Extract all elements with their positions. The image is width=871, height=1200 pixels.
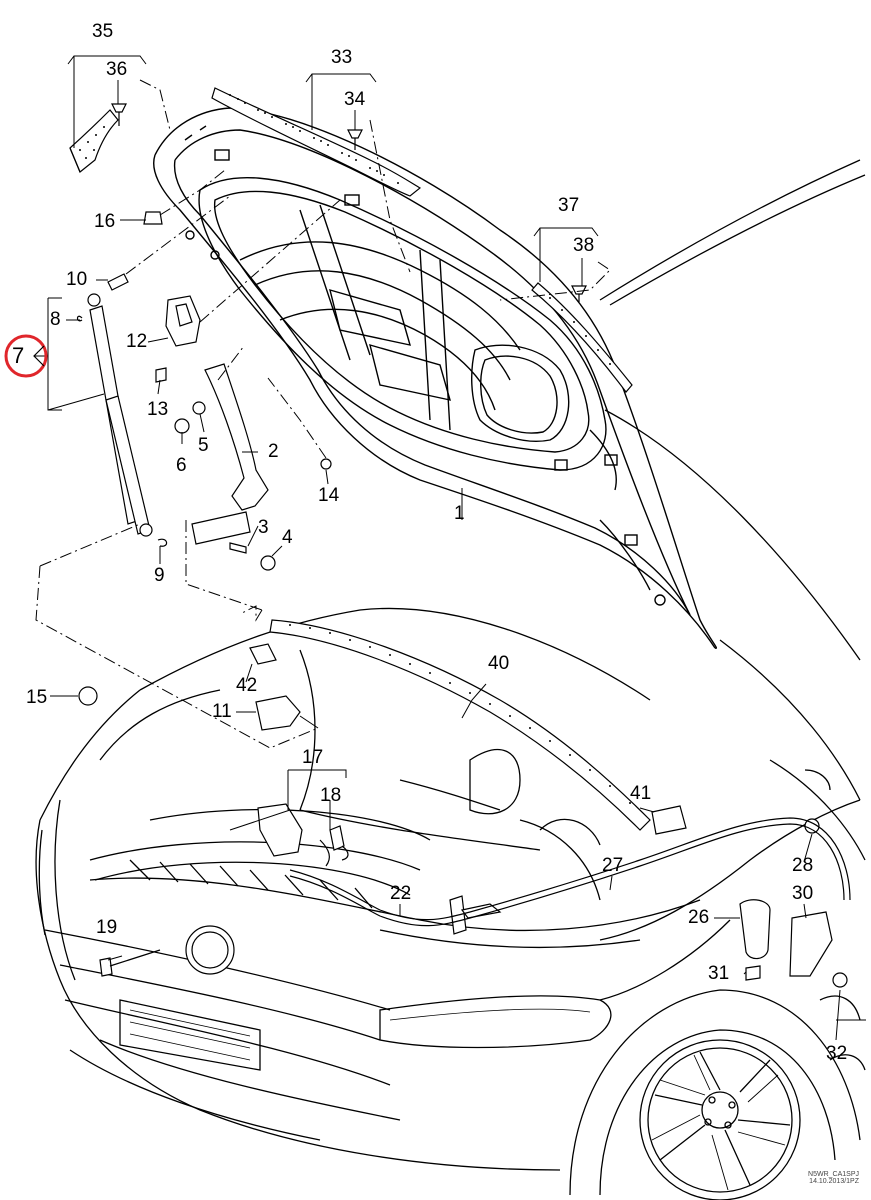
callout-7-highlight-circle	[4, 334, 48, 378]
callout-30: 30	[792, 883, 814, 904]
seal-strip-33	[211, 87, 422, 197]
callout-2: 2	[268, 441, 279, 462]
callout-38: 38	[573, 235, 595, 256]
callout-27: 27	[602, 855, 624, 876]
drawing-ref-line-2: 14.10.2013/1PZ	[809, 1178, 859, 1186]
callout-40: 40	[488, 653, 510, 674]
callout-22: 22	[390, 883, 412, 904]
callout-19: 19	[96, 917, 118, 938]
callout-32: 32	[826, 1043, 848, 1064]
callout-3: 3	[258, 517, 269, 538]
seal-strip-37	[531, 282, 633, 393]
callout-13: 13	[147, 399, 169, 420]
car-body	[35, 159, 866, 1200]
callout-15: 15	[26, 687, 48, 708]
callout-14: 14	[318, 485, 340, 506]
callout-28: 28	[792, 855, 814, 876]
callout-41: 41	[630, 783, 652, 804]
callout-37: 37	[558, 195, 580, 216]
callout-7-chevron	[33, 345, 45, 367]
bonnet	[153, 107, 717, 649]
seal-strip-40	[269, 619, 651, 831]
callout-26: 26	[688, 907, 710, 928]
seal-strip-35	[69, 109, 119, 173]
callout-8: 8	[50, 309, 61, 330]
callout-33: 33	[331, 47, 353, 68]
callout-7: 7	[12, 343, 25, 368]
callout-10: 10	[66, 269, 88, 290]
callout-17: 17	[302, 747, 324, 768]
drawing-reference: N5WR_CA1SPJ 14.10.2013/1PZ	[808, 1171, 859, 1186]
callout-9: 9	[154, 565, 165, 586]
callout-5: 5	[198, 435, 209, 456]
callout-12: 12	[126, 331, 148, 352]
callout-4: 4	[282, 527, 293, 548]
callout-42: 42	[236, 675, 258, 696]
callout-1: 1	[454, 503, 465, 524]
callout-35: 35	[92, 21, 114, 42]
drawing-ref-line-1: N5WR_CA1SPJ	[808, 1170, 859, 1178]
callout-31: 31	[708, 963, 730, 984]
callout-11: 11	[212, 701, 232, 722]
callout-34: 34	[344, 89, 366, 110]
leader-lines	[34, 55, 866, 1041]
callout-36: 36	[106, 59, 128, 80]
callout-16: 16	[94, 211, 116, 232]
callout-18: 18	[320, 785, 342, 806]
small-parts	[76, 103, 848, 988]
cables	[289, 817, 851, 927]
callout-6: 6	[176, 455, 187, 476]
